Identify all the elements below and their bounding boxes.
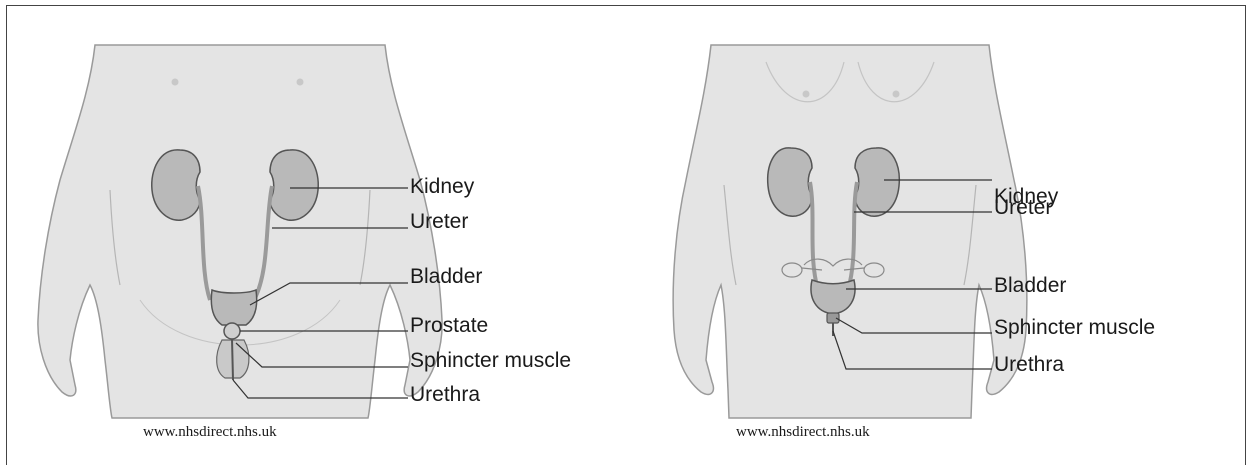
male-nipple-right xyxy=(297,79,304,86)
female-kidney-right-side xyxy=(768,148,812,216)
female-anatomy-illustration xyxy=(626,0,1246,460)
male-bladder xyxy=(211,290,256,325)
male-urethra-label: Urethra xyxy=(410,384,480,405)
male-ureter-label: Ureter xyxy=(410,211,468,232)
female-kidney-left-side xyxy=(855,148,899,216)
male-bladder-label: Bladder xyxy=(410,266,482,287)
male-anatomy-illustration xyxy=(0,0,620,460)
female-ureter-label: Ureter xyxy=(994,197,1052,218)
female-image-credit: www.nhsdirect.nhs.uk xyxy=(736,424,870,441)
male-sphincter-label: Sphincter muscle xyxy=(410,350,571,371)
female-sphincter-label: Sphincter muscle xyxy=(994,317,1155,338)
male-urethra xyxy=(232,339,233,380)
male-kidney-right-side xyxy=(152,150,200,220)
male-kidney-left-side xyxy=(270,150,318,220)
male-prostate xyxy=(224,323,240,339)
male-kidney-label: Kidney xyxy=(410,176,474,197)
female-bladder-label: Bladder xyxy=(994,275,1066,296)
male-prostate-label: Prostate xyxy=(410,315,488,336)
male-urinary-system-figure: Kidney Ureter Bladder Prostate Sphincter… xyxy=(0,0,620,460)
male-image-credit: www.nhsdirect.nhs.uk xyxy=(143,424,277,441)
female-urethra-label: Urethra xyxy=(994,354,1064,375)
female-urinary-system-figure: Kidney Ureter Bladder Sphincter muscle U… xyxy=(626,0,1246,460)
female-body-silhouette xyxy=(673,45,1027,418)
male-nipple-left xyxy=(172,79,179,86)
